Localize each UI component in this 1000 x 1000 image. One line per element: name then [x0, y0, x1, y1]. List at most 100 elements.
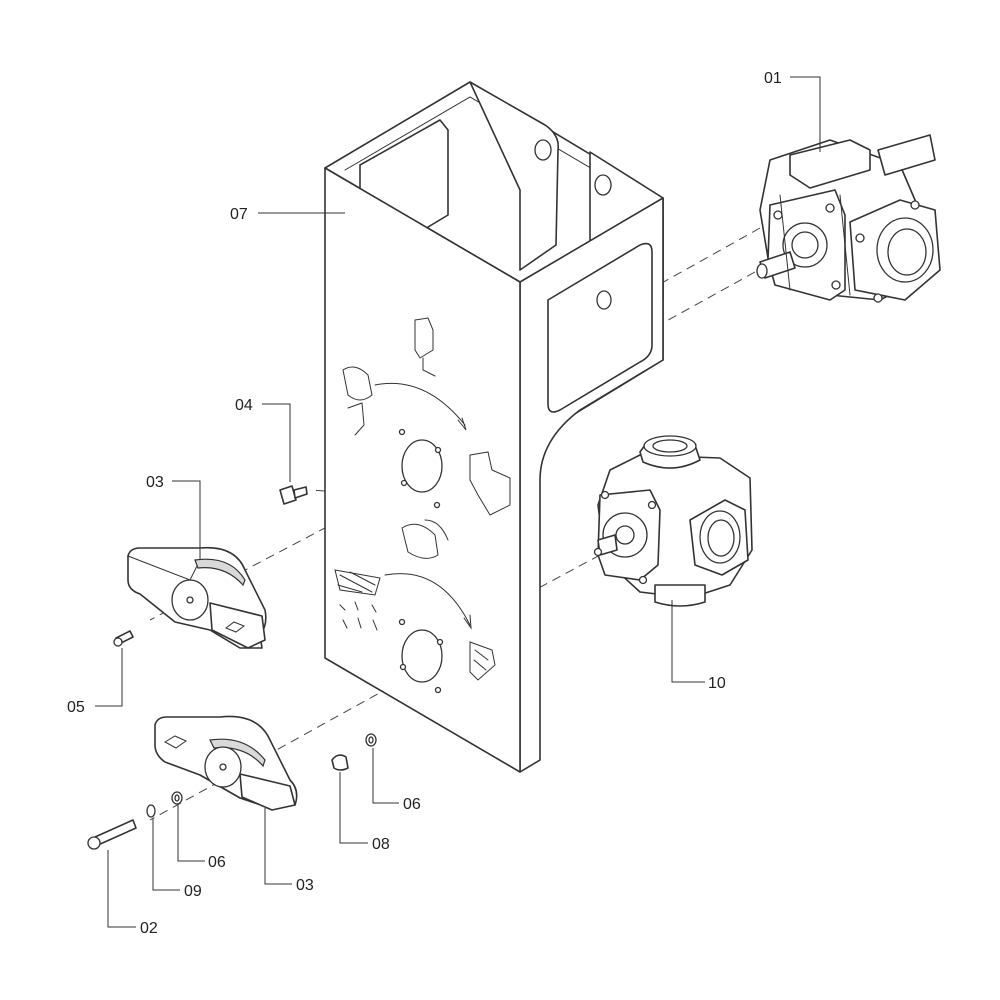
- screw-04-shank: [293, 486, 308, 499]
- small-parts: [87, 485, 377, 850]
- callout-01: 01: [764, 70, 782, 87]
- callout-06-left: 06: [208, 854, 226, 871]
- valve-10-bottom-port: [654, 584, 706, 607]
- upper-valve-hole: [401, 439, 443, 493]
- leader-03-upper: [172, 480, 201, 560]
- leader-01: [790, 76, 821, 152]
- screw-02-shank: [94, 819, 137, 846]
- callout-02: 02: [140, 920, 158, 937]
- callout-10: 10: [708, 675, 726, 692]
- upper-screw-hole-b: [400, 479, 408, 487]
- leader-04: [262, 403, 291, 482]
- faucet-pictogram: [469, 451, 511, 516]
- valve-10-bolt-c: [593, 547, 603, 557]
- valve-10-bolt-d: [638, 575, 648, 585]
- floor-heating-dots: [339, 601, 378, 631]
- lower-arrow-arc: [384, 573, 471, 626]
- valve-01-bolt-f: [873, 293, 883, 303]
- shower-pictogram: [342, 366, 373, 401]
- screw-05-head: [113, 637, 123, 647]
- heating-pictogram: [401, 523, 439, 559]
- washer-06-right-hole: [368, 736, 374, 744]
- lower-screw-hole-d: [436, 638, 444, 646]
- cap-nut-08: [331, 754, 349, 771]
- side-wall-hole: [596, 290, 612, 310]
- washer-06-left-hole: [174, 794, 180, 802]
- upper-screw-hole-a: [398, 428, 406, 436]
- lower-screw-hole-c: [434, 686, 442, 694]
- lower-knob-pointer: [239, 773, 296, 811]
- shower-pictogram-pipe: [347, 402, 365, 436]
- lower-screw-hole-b: [399, 663, 407, 671]
- valve-01-bolt-a: [773, 210, 783, 220]
- valve-01-hub: [791, 231, 819, 259]
- screw-04-head: [279, 485, 297, 505]
- valve-10-top-port-bore: [652, 439, 688, 453]
- lower-screw-hole-a: [398, 618, 406, 626]
- lower-arrow-head: [463, 614, 472, 630]
- upper-arrow-head: [457, 417, 467, 431]
- heating-pictogram-arc: [424, 519, 449, 541]
- radiator-pictogram: [469, 641, 496, 681]
- valve-01-edges: [779, 194, 851, 296]
- upper-knob-arrow-icon: [224, 621, 246, 633]
- leader-05: [95, 648, 123, 707]
- bracket-part: [324, 81, 664, 773]
- callout-05: 05: [67, 699, 85, 716]
- front-panel-lower-pictograms: [334, 519, 496, 694]
- valve-10-side-port-bore: [707, 519, 735, 557]
- upper-screw-hole-d: [434, 446, 442, 454]
- floor-heating-pictogram: [334, 569, 381, 596]
- valve-01-top-block: [789, 139, 871, 189]
- callout-03-upper: 03: [146, 474, 164, 491]
- callout-04: 04: [235, 397, 253, 414]
- tap-pictogram: [414, 317, 434, 359]
- lower-knob-arrow-icon: [163, 735, 188, 749]
- valve-01-bolt-e: [910, 200, 920, 210]
- valve-01-bolt-c: [831, 280, 841, 290]
- valve-10-hub: [615, 525, 635, 545]
- callout-06-right: 06: [403, 796, 421, 813]
- four-way-valve-part-10: [593, 435, 753, 607]
- screw-02-head: [87, 836, 101, 850]
- bracket-top-rim: [344, 96, 646, 201]
- leader-03-lower: [264, 808, 292, 885]
- flange-hole-upper: [534, 139, 552, 161]
- radiator-pictogram-fins: [473, 649, 489, 671]
- upper-arrow-arc: [374, 382, 466, 426]
- upper-knob-pointer: [209, 602, 266, 649]
- valve-01-bolt-d: [855, 233, 865, 243]
- lower-knob-part-03: [154, 715, 298, 811]
- valve-10-bolt-a: [600, 490, 610, 500]
- callout-09: 09: [184, 883, 202, 900]
- callout-07: 07: [230, 206, 248, 223]
- leader-02: [107, 850, 136, 928]
- valve-01-spindle-tip: [756, 263, 768, 279]
- actuator-valve-part-01: [756, 134, 941, 303]
- upper-knob-part-03: [127, 546, 267, 649]
- leader-10: [671, 600, 705, 683]
- upper-knob-top-face: [194, 558, 246, 587]
- valve-01-bolt-b: [825, 203, 835, 213]
- upper-knob-screw: [186, 596, 194, 604]
- valve-01-top-clamp: [877, 134, 936, 176]
- callout-08: 08: [372, 836, 390, 853]
- bracket-upper-flange: [469, 81, 560, 271]
- washer-09: [146, 804, 156, 818]
- lower-knob-screw: [219, 763, 227, 771]
- lower-valve-hole: [401, 629, 443, 683]
- bracket-side-window: [547, 242, 653, 413]
- leader-lines: [95, 76, 821, 928]
- valve-01-outlet-bore: [887, 228, 927, 276]
- tap-pictogram-drip: [422, 357, 436, 377]
- callout-03-lower: 03: [296, 877, 314, 894]
- leader-09: [152, 818, 180, 891]
- callout-labels: 01 07 04 03 05 10 06 08 06 03 09 02: [67, 70, 782, 937]
- leader-06-right: [372, 748, 399, 804]
- leader-08: [339, 772, 368, 844]
- leader-06-left: [177, 805, 205, 862]
- floor-heating-hatch: [337, 571, 376, 593]
- axis-line-01-upper: [559, 227, 761, 341]
- front-panel-upper-pictograms: [342, 317, 511, 516]
